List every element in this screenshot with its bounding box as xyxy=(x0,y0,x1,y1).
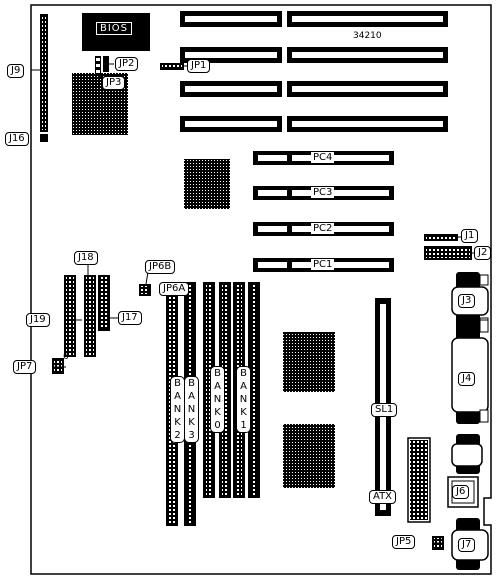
label-j18: J18 xyxy=(74,251,98,265)
chipset-chip xyxy=(184,159,230,209)
label-j3: J3 xyxy=(458,294,476,308)
label-j4: J4 xyxy=(458,372,476,386)
label-j6: J6 xyxy=(452,485,470,499)
label-j1: J1 xyxy=(461,229,479,243)
label-jp2: JP2 xyxy=(115,57,139,71)
label-sl1: SL1 xyxy=(371,403,398,417)
label-j9: J9 xyxy=(7,64,25,78)
label-pc1: PC1 xyxy=(311,259,335,270)
label-j16: J16 xyxy=(5,132,29,146)
board-model-number: 34210 xyxy=(353,31,382,41)
j4-connector xyxy=(451,316,489,424)
j17-header xyxy=(98,275,110,331)
label-pc4: PC4 xyxy=(311,152,335,163)
isa-slots xyxy=(180,11,448,132)
jp2-jumper xyxy=(103,56,109,72)
label-j17: J17 xyxy=(118,311,142,325)
label-j19: J19 xyxy=(26,313,50,327)
label-jp5: JP5 xyxy=(392,535,416,549)
label-jp6b: JP6B xyxy=(145,260,176,274)
label-pc2: PC2 xyxy=(311,223,335,234)
j18-header xyxy=(84,275,96,357)
label-jp6a: JP6A xyxy=(159,282,190,296)
chip-upper xyxy=(283,332,335,392)
j19-header xyxy=(64,275,76,357)
leader-lines xyxy=(40,63,476,544)
label-pc3: PC3 xyxy=(311,187,335,198)
chip-lower xyxy=(283,424,335,488)
ps2-connector xyxy=(451,434,483,474)
label-jp3: JP3 xyxy=(102,76,126,90)
bios-chip xyxy=(82,13,150,51)
label-atx: ATX xyxy=(369,490,397,504)
label-j7: J7 xyxy=(458,538,476,552)
bios-label: BIOS xyxy=(96,22,133,35)
label-j2: J2 xyxy=(474,246,492,260)
label-jp1: JP1 xyxy=(187,59,211,73)
label-jp7: JP7 xyxy=(13,360,37,374)
jp7-pin-mark: 6 xyxy=(63,352,69,362)
atx-connector xyxy=(407,437,431,523)
